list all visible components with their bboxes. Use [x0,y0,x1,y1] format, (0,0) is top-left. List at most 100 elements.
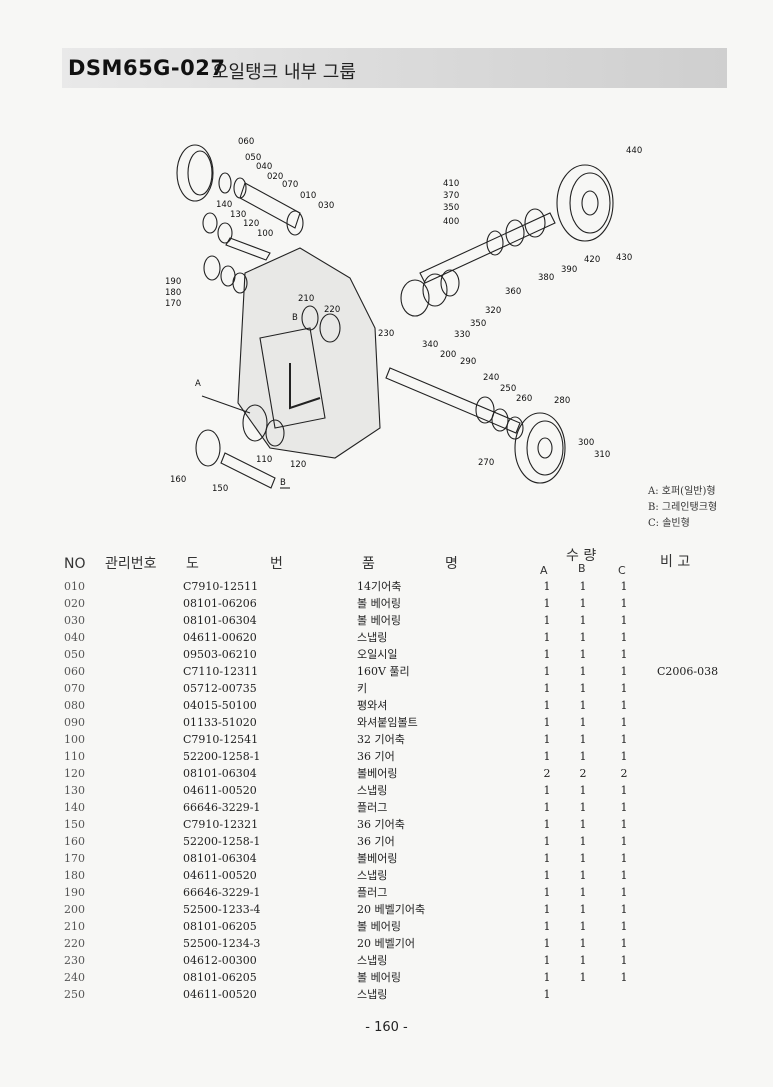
pulley-280 [514,412,566,484]
part-name-cell: 키 [357,682,368,695]
label-200: 200 [440,350,456,360]
label-040: 040 [256,162,272,172]
qty-c-cell: 1 [620,580,628,593]
label-020: 020 [267,172,283,182]
page-number: - 160 - [365,1020,408,1035]
part-no-cell: 240 [64,971,85,984]
qty-b-cell: 1 [579,835,587,848]
diagram-svg: 060 090 080 050 040 020 070 010 030 140 … [128,137,642,494]
qty-c-cell: 1 [620,835,628,848]
header-qty-a: A [540,564,548,577]
label-340: 340 [422,340,438,350]
qty-c-cell: 1 [620,801,628,814]
part-name-cell: 36 기어 [357,835,395,848]
part-no-cell: 120 [64,767,85,780]
pulley-060 [176,144,214,202]
label-180: 180 [165,288,181,298]
variant-legend: A: 호퍼(일반)형 B: 그레인탱크형 C: 솔빈형 [648,484,717,532]
qty-a-cell: 1 [543,903,551,916]
model-code: DSM65G-027 [68,56,226,80]
part-no-cell: 130 [64,784,85,797]
part-number-cell: C7910-12541 [183,733,259,746]
qty-c-cell: 1 [620,597,628,610]
part-number-cell: 52200-1258-1 [183,750,261,763]
qty-a-cell: 1 [543,597,551,610]
qty-b-cell: 1 [579,818,587,831]
header-mgmt-no: 관리번호 [105,556,157,572]
remark-cell: C2006-038 [657,665,719,678]
qty-c-cell: 1 [620,818,628,831]
label-110: 110 [256,455,272,465]
label-070: 070 [282,180,298,190]
part-number-cell: C7910-12511 [183,580,259,593]
qty-c-cell: 1 [620,954,628,967]
qty-c-cell: 1 [620,648,628,661]
qty-a-cell: 1 [543,886,551,899]
part-number-cell: 01133-51020 [183,716,257,729]
label-b-top: B [292,313,298,323]
qty-a-cell: 1 [543,869,551,882]
qty-c-cell: 1 [620,852,628,865]
label-130: 130 [230,210,246,220]
qty-a-cell: 1 [543,954,551,967]
label-210: 210 [298,294,314,304]
part-no-cell: 040 [64,631,85,644]
header-qty-b: B [578,562,586,575]
label-120-lower: 120 [290,460,306,470]
legend-c: C: 솔빈형 [648,518,690,529]
qty-a-cell: 1 [543,852,551,865]
qty-c-cell: 2 [620,767,628,780]
part-name-cell: 평와셔 [357,699,388,712]
header-myeong: 명 [445,556,458,572]
label-170: 170 [165,299,181,309]
label-250: 250 [500,384,516,394]
qty-a-cell: 1 [543,988,551,1001]
header-pum: 품 [362,556,375,572]
part-no-cell: 030 [64,614,85,627]
part-name-cell: 160V 풀리 [357,665,410,678]
part-no-cell: 090 [64,716,85,729]
part-name-cell: 볼 베어링 [357,614,401,627]
part-number-cell: 04015-50100 [183,699,257,712]
qty-c-cell: 1 [620,665,628,678]
label-370: 370 [443,191,459,201]
part-no-cell: 150 [64,818,85,831]
label-120: 120 [243,219,259,229]
part-number-cell: 66646-3229-1 [183,801,261,814]
part-no-cell: 250 [64,988,85,1001]
qty-c-cell: 1 [620,869,628,882]
qty-a-cell: 1 [543,648,551,661]
oil-tank-housing [237,247,381,459]
part-no-cell: 020 [64,597,85,610]
part-no-cell: 100 [64,733,85,746]
qty-b-cell: 1 [579,852,587,865]
part-number-cell: 04611-00520 [183,784,257,797]
qty-a-cell: 1 [543,733,551,746]
label-430: 430 [616,253,632,263]
qty-b-cell: 1 [579,682,587,695]
part-number-cell: 66646-3229-1 [183,886,261,899]
part-no-cell: 170 [64,852,85,865]
part-name-cell: 36 기어축 [357,818,405,831]
qty-c-cell: 1 [620,733,628,746]
qty-b-cell: 1 [579,971,587,984]
part-number-cell: 04611-00520 [183,869,257,882]
qty-c-cell: 1 [620,699,628,712]
label-220: 220 [324,305,340,315]
part-name-cell: 스냅링 [357,784,388,797]
part-name-cell: 스냅링 [357,631,388,644]
part-name-cell: 플러그 [357,886,388,899]
qty-a-cell: 1 [543,920,551,933]
label-290: 290 [460,357,476,367]
